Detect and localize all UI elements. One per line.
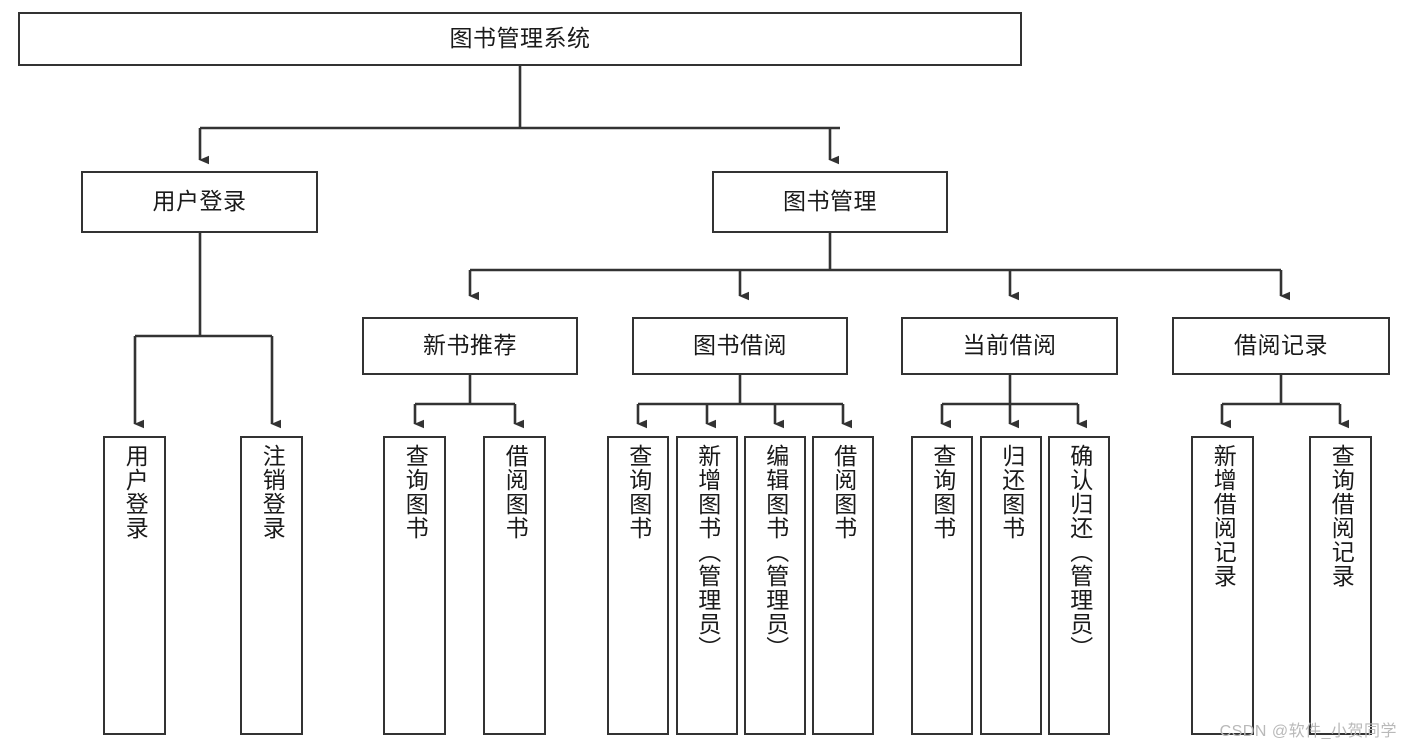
node-label: 注销登录: [259, 444, 286, 540]
node-user-login[interactable]: 用户登录: [81, 171, 318, 233]
node-label: 确认归还（管理员）: [1066, 444, 1093, 660]
node-book-management[interactable]: 图书管理: [712, 171, 948, 233]
node-current-borrow[interactable]: 当前借阅: [901, 317, 1118, 375]
node-label: 新增图书（管理员）: [694, 444, 721, 660]
node-leaf-return-book[interactable]: 归还图书: [980, 436, 1042, 735]
node-leaf-query-record[interactable]: 查询借阅记录: [1309, 436, 1372, 735]
node-label: 用户登录: [152, 188, 247, 215]
node-leaf-add-record[interactable]: 新增借阅记录: [1191, 436, 1254, 735]
watermark-text: CSDN @软件_小贺同学: [1219, 723, 1397, 740]
node-label: 借阅记录: [1234, 332, 1328, 359]
node-leaf-borrow-book-2[interactable]: 借阅图书: [812, 436, 874, 735]
node-leaf-borrow-book-1[interactable]: 借阅图书: [483, 436, 546, 735]
node-leaf-query-book-1[interactable]: 查询图书: [383, 436, 446, 735]
node-label: 查询图书: [625, 444, 652, 540]
node-label: 图书管理系统: [449, 25, 591, 52]
node-book-borrow[interactable]: 图书借阅: [632, 317, 848, 375]
node-label: 借阅图书: [502, 444, 529, 540]
node-label: 查询图书: [402, 444, 429, 540]
node-root-system[interactable]: 图书管理系统: [18, 12, 1022, 66]
node-leaf-add-book[interactable]: 新增图书（管理员）: [676, 436, 738, 735]
node-leaf-edit-book[interactable]: 编辑图书（管理员）: [744, 436, 806, 735]
node-label: 查询借阅记录: [1328, 444, 1355, 588]
node-leaf-user-login[interactable]: 用户登录: [103, 436, 166, 735]
node-label: 用户登录: [122, 444, 149, 540]
node-leaf-query-book-2[interactable]: 查询图书: [607, 436, 669, 735]
node-leaf-confirm-return[interactable]: 确认归还（管理员）: [1048, 436, 1110, 735]
node-borrow-record[interactable]: 借阅记录: [1172, 317, 1390, 375]
node-label: 编辑图书（管理员）: [762, 444, 789, 660]
node-leaf-logout-login[interactable]: 注销登录: [240, 436, 303, 735]
node-label: 新增借阅记录: [1210, 444, 1237, 588]
node-label: 归还图书: [998, 444, 1025, 540]
node-label: 新书推荐: [423, 332, 517, 359]
node-label: 图书管理: [783, 188, 877, 215]
node-label: 当前借阅: [962, 332, 1057, 359]
node-new-book-recommend[interactable]: 新书推荐: [362, 317, 578, 375]
node-label: 查询图书: [929, 444, 956, 540]
node-label: 借阅图书: [830, 444, 857, 540]
node-label: 图书借阅: [693, 332, 787, 359]
node-leaf-query-book-3[interactable]: 查询图书: [911, 436, 973, 735]
